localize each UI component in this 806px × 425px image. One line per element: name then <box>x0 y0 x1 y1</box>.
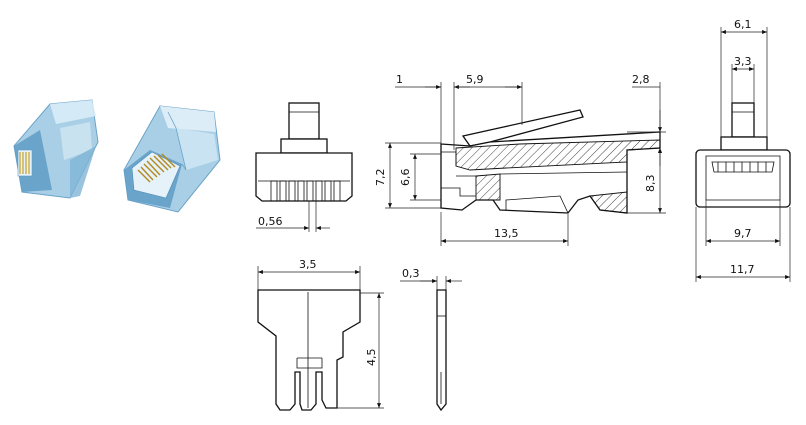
dim-tab-label: 2,8 <box>632 73 650 86</box>
plug-photo-front <box>123 105 221 213</box>
end-view-contact-slots <box>717 162 767 172</box>
dim-height-total-label: 8,3 <box>644 175 657 193</box>
dim-end-inner-width-label: 9,7 <box>734 227 752 240</box>
contact-blade-edge: 0,3 <box>400 267 462 412</box>
dim-pitch-label: 0,56 <box>258 215 283 228</box>
contact-blade-front: 3,5 4,5 <box>257 258 384 411</box>
dim-lead-label: 1 <box>396 73 403 86</box>
end-view: 6,1 3,3 9,7 11,7 <box>695 18 791 282</box>
dim-contact-height-label: 4,5 <box>365 349 378 367</box>
front-view: 0,56 <box>255 102 353 232</box>
plug-1-contacts <box>19 152 30 174</box>
dim-height-inner-label: 6,6 <box>399 169 412 187</box>
side-section-view: 1 5,9 2,8 7,2 6,6 8,3 13,5 <box>374 73 666 246</box>
dim-length-label: 13,5 <box>494 227 519 240</box>
dim-end-outer-width-label: 11,7 <box>730 263 755 276</box>
dim-contact-thickness-label: 0,3 <box>402 267 420 280</box>
front-view-contact-slots <box>270 180 341 202</box>
dim-contact-width-label: 3,5 <box>299 258 317 271</box>
dim-latch-label: 5,9 <box>466 73 484 86</box>
dim-end-top-outer-label: 6,1 <box>734 18 752 31</box>
dim-end-top-inner-label: 3,3 <box>734 55 752 68</box>
plug-2-contacts <box>137 153 176 183</box>
dim-height-outer-label: 7,2 <box>374 169 387 187</box>
plug-photo-side <box>13 99 99 199</box>
